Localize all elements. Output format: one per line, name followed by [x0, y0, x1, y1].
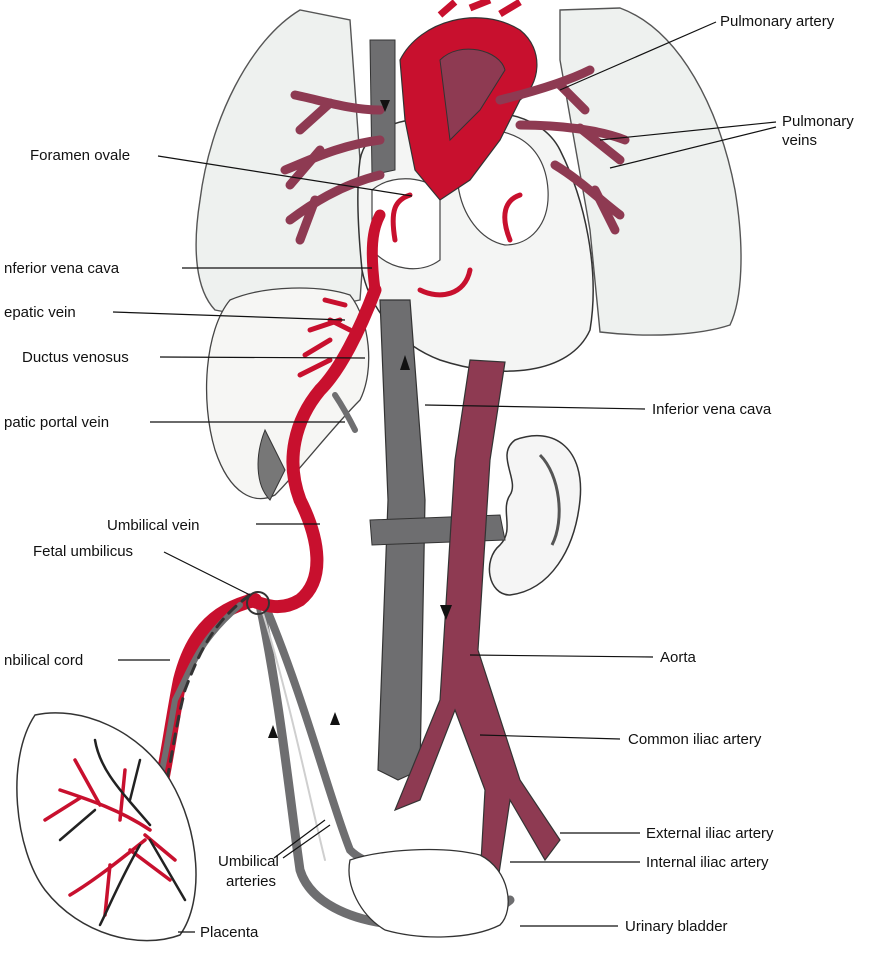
label-umbilical-cord: nbilical cord: [4, 652, 83, 669]
label-foramen-ovale: Foramen ovale: [30, 147, 130, 164]
label-common-iliac-artery: Common iliac artery: [628, 731, 762, 748]
label-hepatic-vein: epatic vein: [4, 304, 76, 321]
label-placenta: Placenta: [200, 924, 259, 941]
label-urinary-bladder: Urinary bladder: [625, 918, 728, 935]
aortic-branches: [440, 0, 520, 15]
label-pulmonary-veins-line1: Pulmonary: [782, 113, 854, 130]
label-umbilical-arteries-line1: Umbilical: [218, 853, 279, 870]
label-aorta: Aorta: [660, 649, 697, 666]
label-hepatic-portal-vein: patic portal vein: [4, 414, 109, 431]
label-inferior-vena-cava-right: Inferior vena cava: [652, 401, 772, 418]
label-umbilical-vein: Umbilical vein: [107, 517, 200, 534]
label-pulmonary-artery: Pulmonary artery: [720, 13, 835, 30]
label-fetal-umbilicus: Fetal umbilicus: [33, 543, 133, 560]
label-umbilical-arteries-line2: arteries: [226, 873, 276, 890]
label-pulmonary-veins-line2: veins: [782, 132, 817, 149]
label-ductus-venosus: Ductus venosus: [22, 349, 129, 366]
label-internal-iliac-artery: Internal iliac artery: [646, 854, 769, 871]
label-external-iliac-artery: External iliac artery: [646, 825, 774, 842]
kidney: [489, 436, 580, 595]
label-inferior-vena-cava-upper: nferior vena cava: [4, 260, 120, 277]
